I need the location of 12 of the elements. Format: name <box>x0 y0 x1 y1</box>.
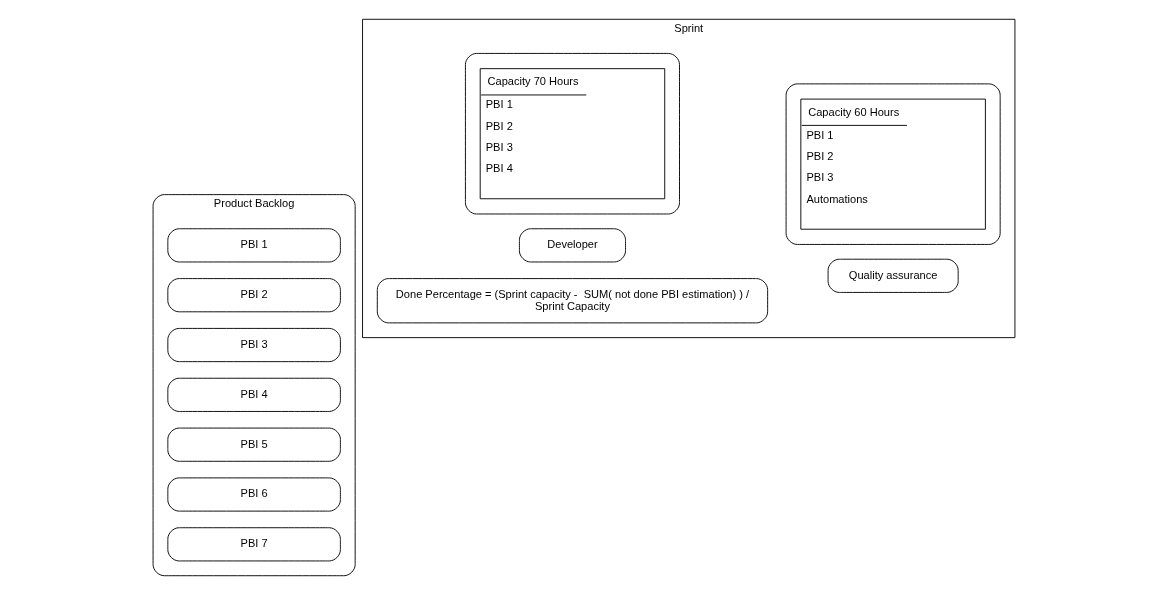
node-box: PBI 3 <box>166 327 341 363</box>
cluster <box>464 52 680 215</box>
node-box: PBI 4 <box>166 377 341 412</box>
node-box: PBI 2 <box>166 278 341 313</box>
node-box: PBI 6 <box>166 477 341 512</box>
node-box: PBI 7 <box>166 527 341 562</box>
node-box: Quality assurance <box>827 258 959 293</box>
cluster <box>785 83 1001 245</box>
node-box: Developer <box>518 228 626 263</box>
node-box: PBI 1 <box>166 228 341 263</box>
node-box: Done Percentage = (Sprint capacity - SUM( not done PBI estimation) ) / Sprint Capacity <box>376 278 768 324</box>
node-box: PBI 5 <box>166 427 341 462</box>
